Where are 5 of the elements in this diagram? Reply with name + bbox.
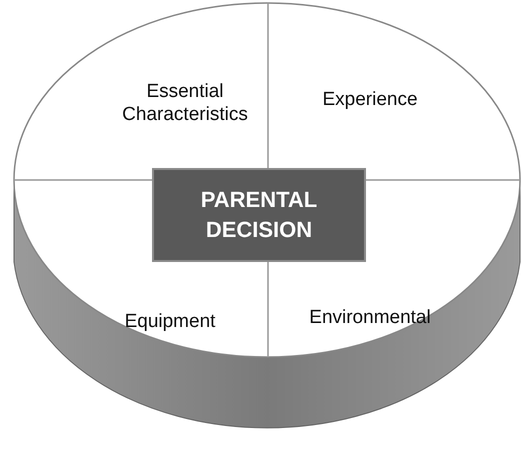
quadrant-label: Environmental: [285, 306, 455, 329]
quadrant-label: Equipment: [95, 310, 245, 333]
center-box: PARENTAL DECISION: [152, 168, 366, 262]
quadrant-label: Essential Characteristics: [100, 80, 270, 126]
quadrant-label: Experience: [280, 88, 460, 111]
